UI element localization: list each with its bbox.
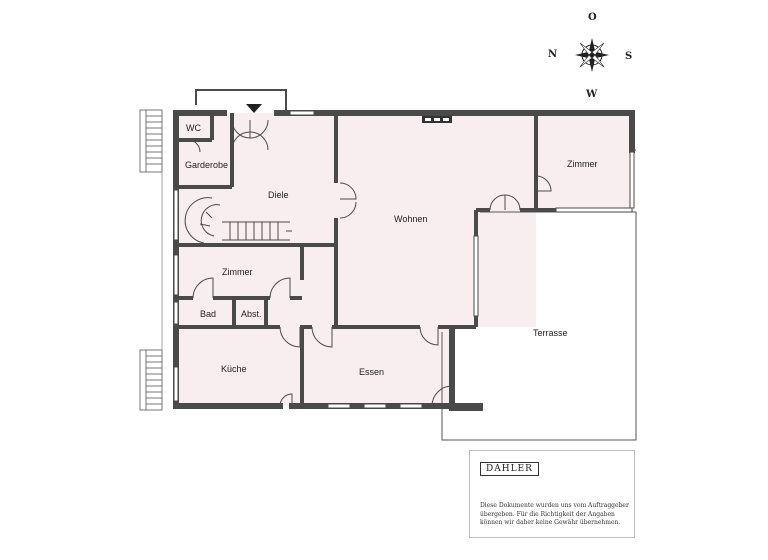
fireplace-icon — [422, 116, 452, 123]
disclaimer-line-3: können wir daher keine Gewähr übernehmen… — [480, 519, 621, 526]
room-label-wohnen: Wohnen — [394, 214, 427, 224]
disclaimer-text: Diese Dokumente wurden uns vom Auftragge… — [480, 502, 630, 528]
floor-area — [178, 113, 632, 408]
compass-rose-icon — [575, 38, 609, 72]
compass-label-west: W — [585, 89, 598, 100]
room-label-zimmer-east: Zimmer — [567, 159, 598, 169]
disclaimer-line-1: Diese Dokumente wurden uns vom Auftragge… — [480, 502, 629, 509]
room-label-zimmer-west: Zimmer — [222, 267, 253, 277]
room-label-bad: Bad — [200, 309, 216, 319]
compass-label-south: S — [625, 51, 632, 62]
room-label-kueche: Küche — [221, 364, 247, 374]
room-label-abst: Abst. — [241, 309, 262, 319]
entrance-arrow-icon — [246, 104, 262, 113]
room-label-diele: Diele — [268, 190, 289, 200]
external-stairs-north — [139, 109, 163, 173]
interior-walls — [178, 113, 556, 406]
brand-logo: DAHLER — [480, 462, 539, 476]
windows — [173, 110, 635, 409]
room-label-wc: WC — [186, 123, 201, 133]
legend-box: DAHLER Diese Dokumente wurden uns vom Au… — [469, 450, 635, 538]
compass-label-north: N — [548, 49, 557, 60]
staircase — [184, 197, 292, 244]
door-swings — [187, 119, 552, 407]
room-label-terrasse: Terrasse — [533, 328, 568, 338]
compass-label-east: O — [588, 12, 597, 23]
room-label-garderobe: Garderobe — [185, 160, 228, 170]
external-stairs-south — [139, 349, 163, 411]
disclaimer-line-2: übergeben. Für die Richtigkeit der Angab… — [480, 510, 615, 518]
room-label-essen: Essen — [359, 367, 384, 377]
